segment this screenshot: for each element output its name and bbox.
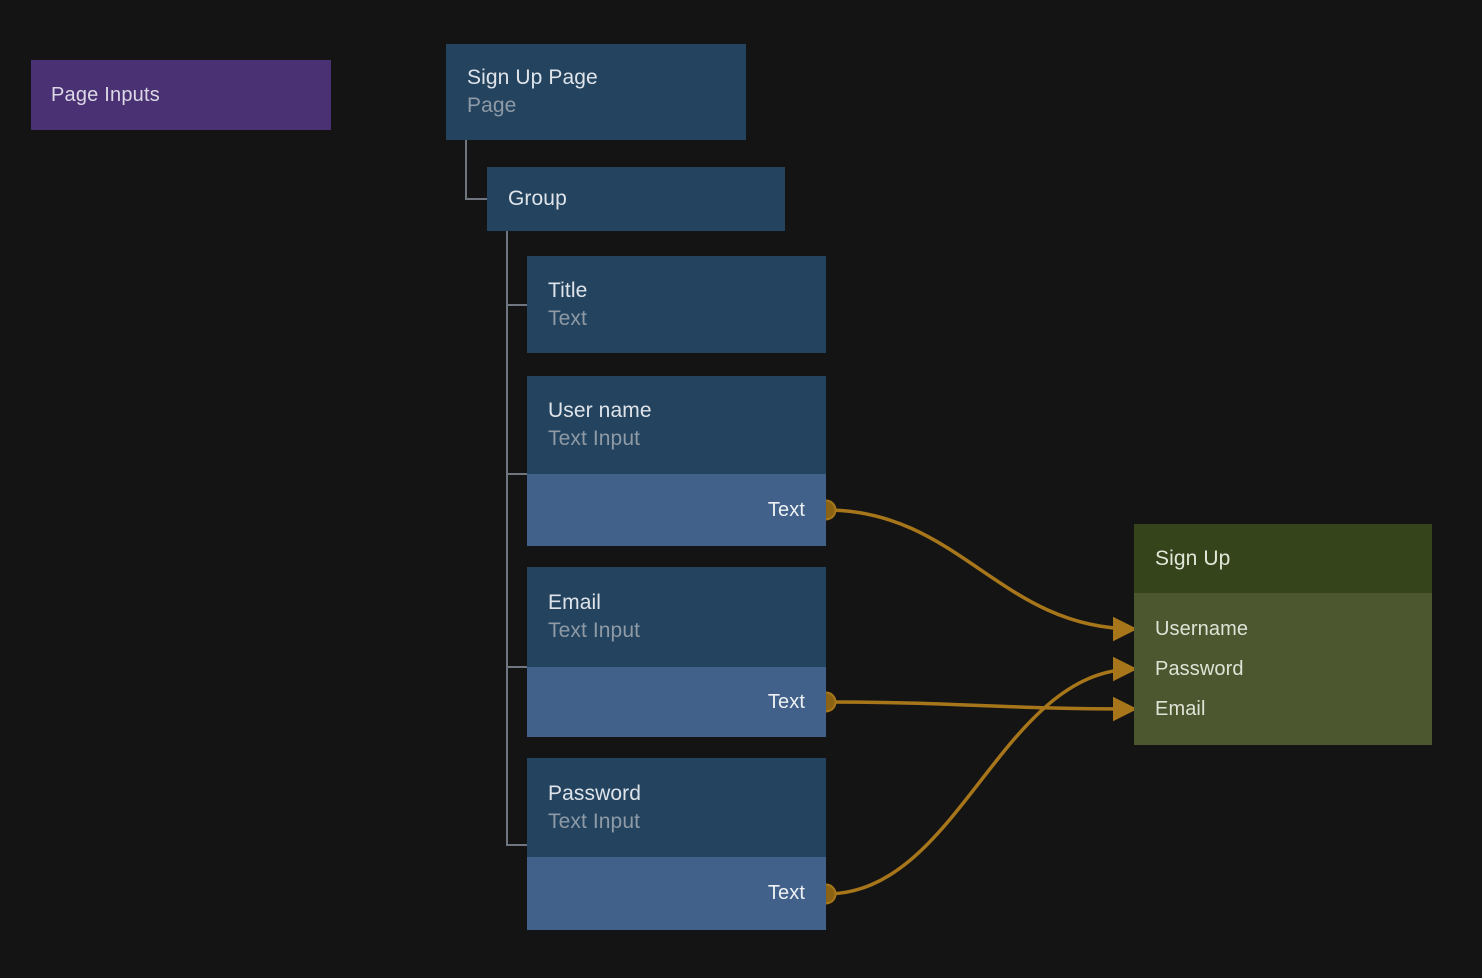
node-sign-up[interactable]: Sign Up Username Password Email — [1134, 524, 1432, 745]
node-group[interactable]: Group — [487, 167, 785, 231]
node-user-name-header: User name Text Input — [527, 376, 826, 474]
node-email[interactable]: Email Text Input Text — [527, 567, 826, 737]
node-group-title: Group — [508, 187, 567, 210]
group-label-page-inputs[interactable]: Page Inputs — [31, 60, 331, 130]
node-user-name-subtitle: Text Input — [548, 427, 641, 450]
node-sign-up-input-port-password[interactable]: Password — [1155, 649, 1411, 689]
node-user-name[interactable]: User name Text Input Text — [527, 376, 826, 546]
node-sign-up-page-title: Sign Up Page — [467, 66, 598, 89]
node-sign-up-page[interactable]: Sign Up Page Page — [446, 44, 746, 140]
node-group-body: Group — [487, 167, 785, 231]
node-sign-up-input-port-email[interactable]: Email — [1155, 689, 1411, 729]
node-email-header: Email Text Input — [527, 567, 826, 667]
node-email-title: Email — [548, 591, 602, 614]
group-label-text: Page Inputs — [51, 83, 160, 106]
node-sign-up-page-subtitle: Page — [467, 94, 517, 117]
node-email-output-port[interactable]: Text — [527, 667, 826, 737]
edge-username — [825, 508, 1138, 642]
node-password-title: Password — [548, 781, 642, 805]
node-sign-up-input-port-username-label: Username — [1155, 617, 1249, 640]
node-sign-up-page-body: Sign Up Page Page — [446, 44, 746, 140]
node-title-body: Title Text — [527, 256, 826, 353]
node-sign-up-title: Sign Up — [1155, 546, 1231, 570]
node-email-subtitle: Text Input — [548, 619, 641, 642]
node-password-header: Password Text Input — [527, 758, 826, 857]
node-password-output-port-label: Text — [767, 882, 805, 904]
node-password-subtitle: Text Input — [548, 809, 641, 833]
edge-password — [825, 656, 1138, 896]
node-title-subtitle: Text — [548, 306, 587, 330]
node-user-name-output-port[interactable]: Text — [527, 474, 826, 546]
node-user-name-output-port-label: Text — [767, 498, 805, 521]
node-password-output-port[interactable]: Text — [527, 857, 826, 930]
node-password[interactable]: Password Text Input Text — [527, 758, 826, 930]
node-sign-up-input-port-email-label: Email — [1155, 697, 1206, 720]
node-sign-up-input-port-username[interactable]: Username — [1155, 609, 1411, 649]
edge-email — [825, 696, 1138, 722]
node-title-title: Title — [548, 278, 588, 302]
node-email-output-port-label: Text — [767, 690, 805, 713]
node-sign-up-header: Sign Up — [1134, 524, 1432, 593]
node-sign-up-body: Username Password Email — [1134, 593, 1432, 745]
node-title[interactable]: Title Text — [527, 256, 826, 353]
node-user-name-title: User name — [548, 399, 652, 422]
node-sign-up-input-port-password-label: Password — [1155, 657, 1244, 680]
